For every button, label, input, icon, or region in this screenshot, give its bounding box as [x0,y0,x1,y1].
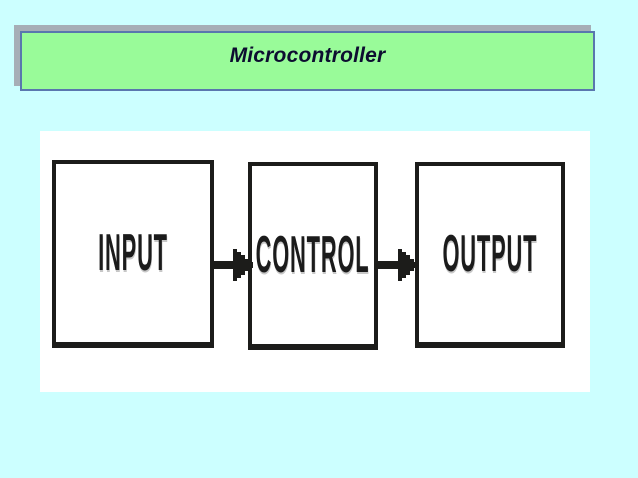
node-label-output: OUTPUT [442,225,538,283]
node-label-input: INPUT [98,224,168,282]
diagram-node-control: CONTROL [248,162,378,350]
diagram-panel: INPUT CONTROL OUTPUT [40,131,590,392]
slide-title-box: Microcontroller [20,31,595,91]
arrow-shaft-control-output [378,261,400,269]
diagram-node-input: INPUT [52,160,214,348]
node-label-control: CONTROL [256,226,370,284]
slide-title: Microcontroller [229,44,386,67]
arrow-shaft-input-control [214,261,236,269]
diagram-node-output: OUTPUT [415,162,565,348]
